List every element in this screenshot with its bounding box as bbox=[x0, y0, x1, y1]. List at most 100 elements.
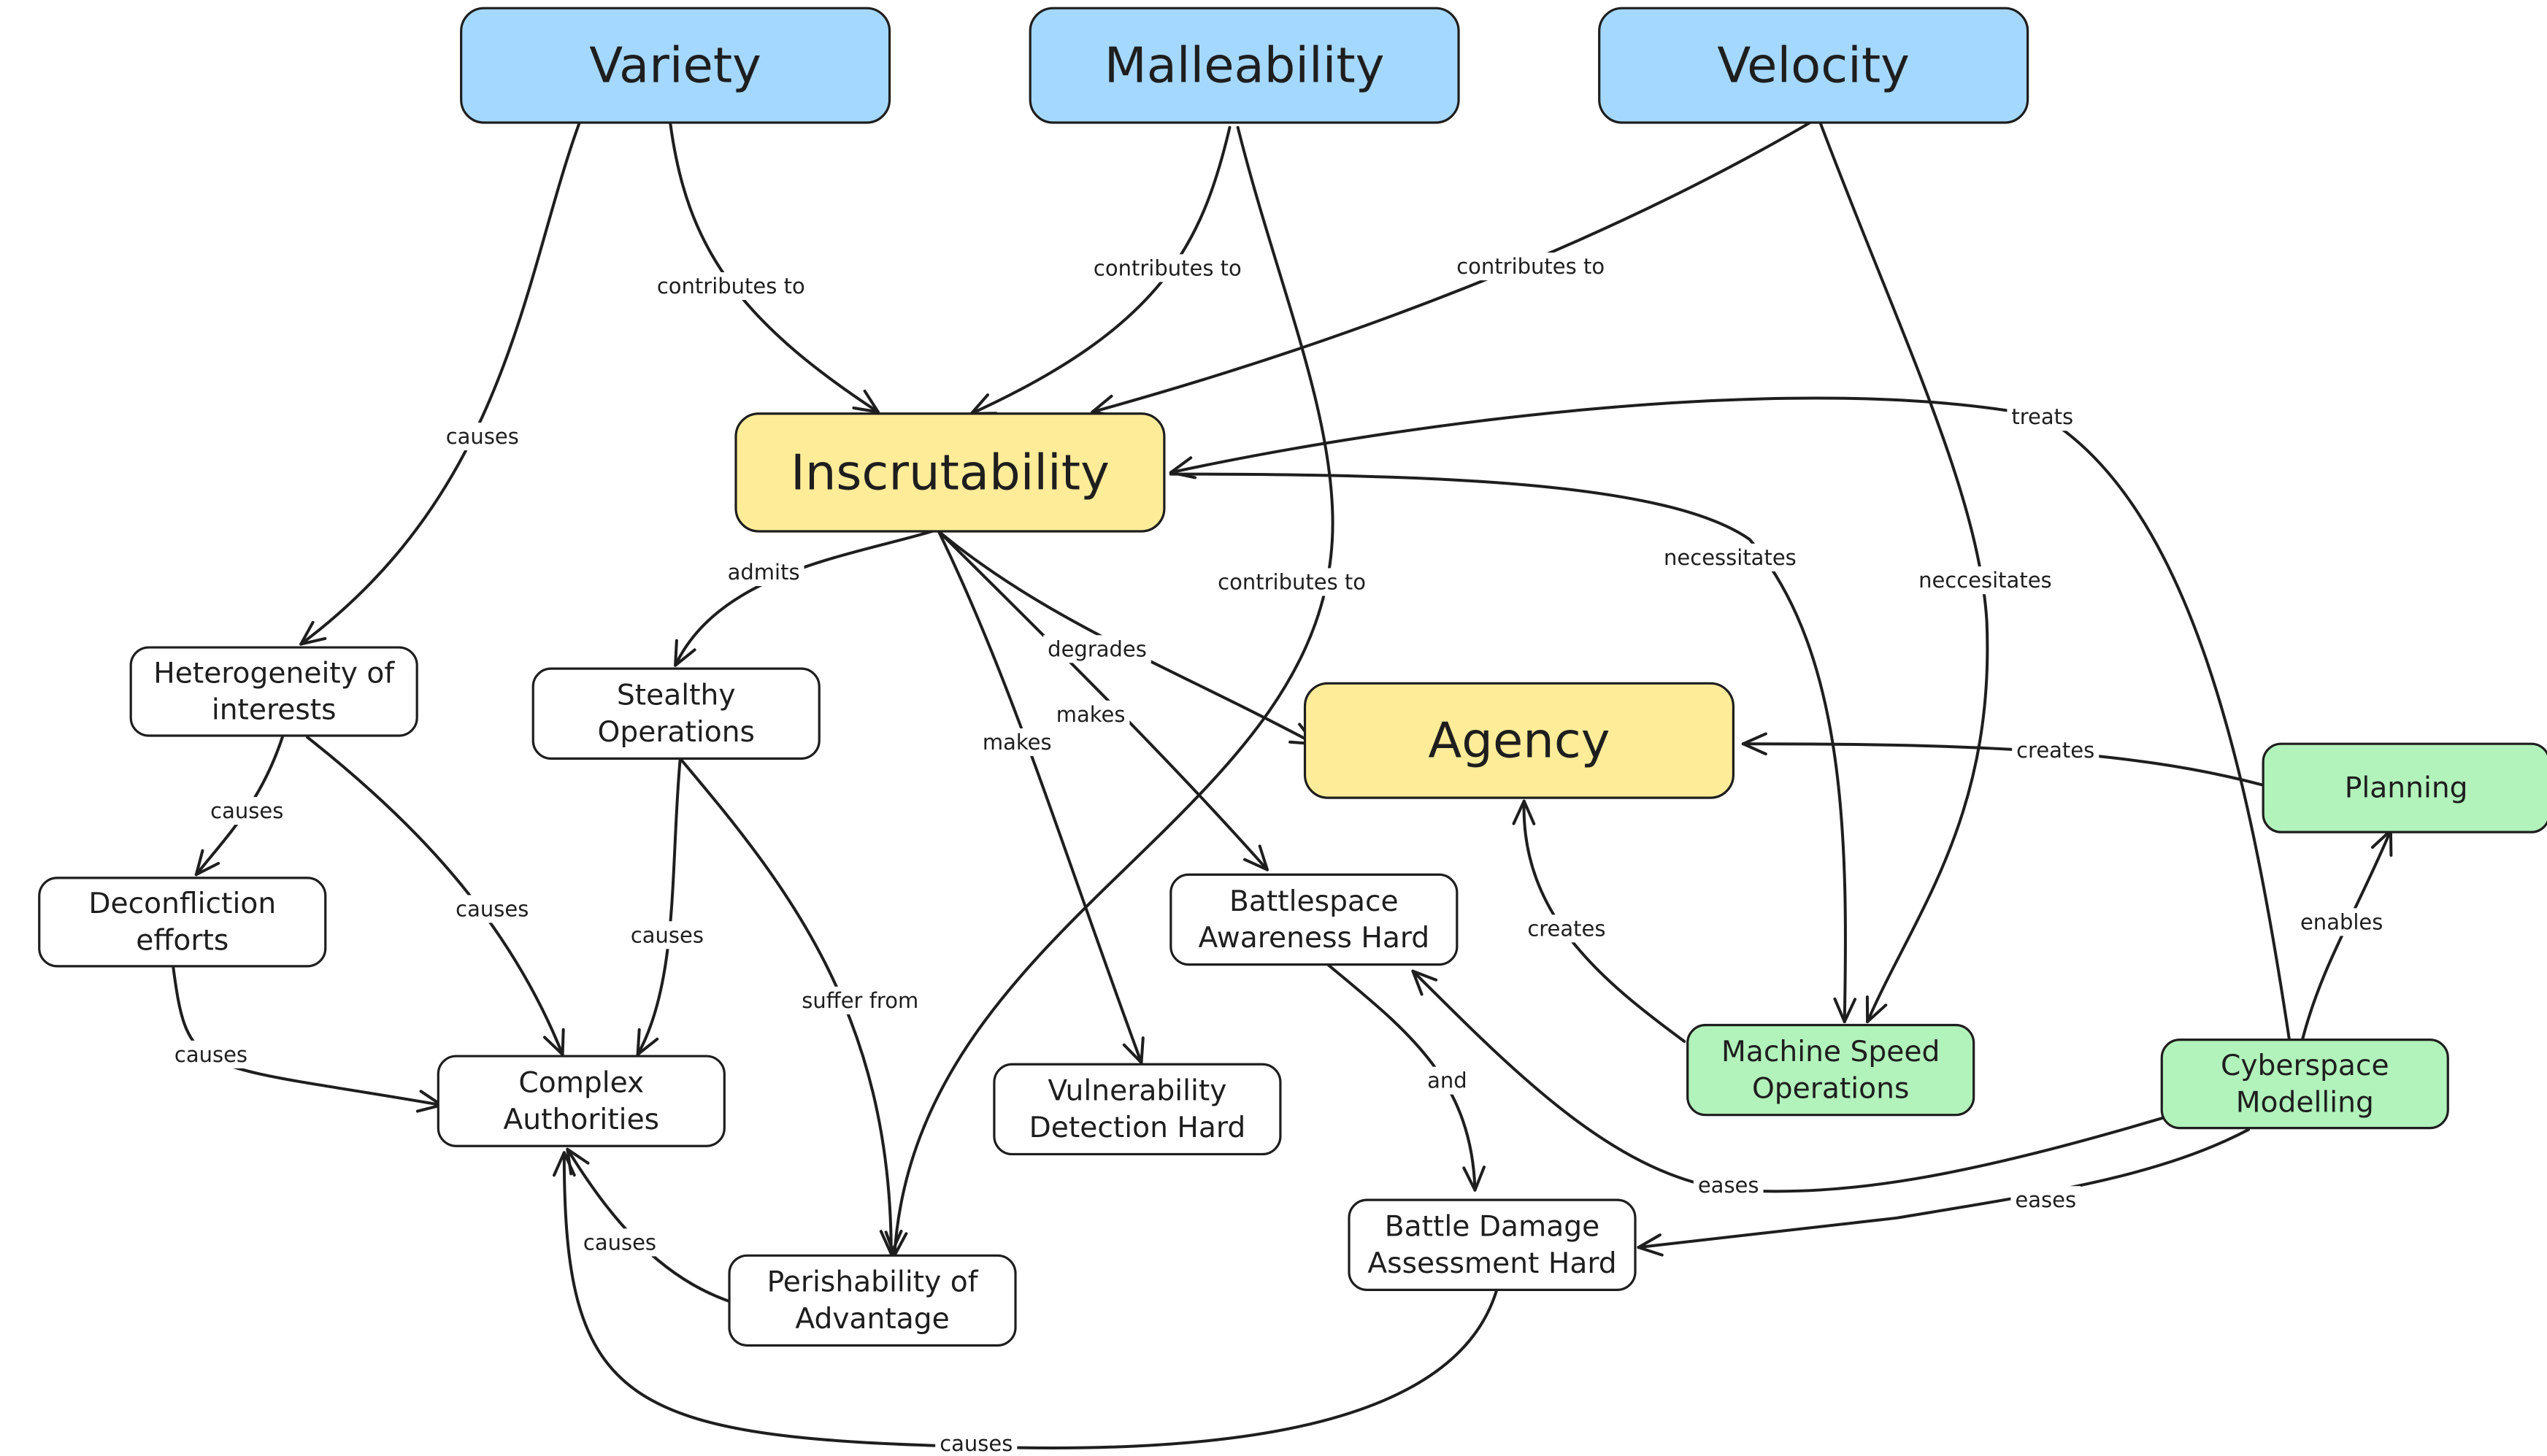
edge-label-text: necessitates bbox=[1664, 545, 1797, 570]
edge-label-background bbox=[1051, 700, 1130, 728]
edge-label-bda-complex: causes bbox=[935, 1429, 1018, 1456]
edge-variety-inscrutability[interactable] bbox=[669, 123, 880, 414]
edge-deconfliction-complex[interactable] bbox=[172, 966, 443, 1113]
edge-inscrutability-machine[interactable] bbox=[1169, 472, 1857, 1023]
edge-label-background bbox=[1914, 566, 2056, 595]
node-box bbox=[993, 1063, 1282, 1156]
edge-velocity-machine[interactable] bbox=[1816, 116, 1989, 1023]
edge-label-text: causes bbox=[210, 798, 283, 823]
edge-label-velocity-inscrutability: contributes to bbox=[1452, 253, 1610, 281]
edge-line bbox=[172, 966, 443, 1107]
node-box bbox=[1169, 873, 1459, 966]
edge-line bbox=[1326, 963, 1477, 1192]
edge-battlespace-bda[interactable] bbox=[1326, 963, 1486, 1192]
edge-label-background bbox=[1043, 635, 1151, 663]
arrow-head-icon bbox=[879, 1230, 903, 1256]
edge-label-background bbox=[1213, 568, 1371, 596]
arrow-head-icon bbox=[299, 620, 327, 646]
edge-label-background bbox=[935, 1429, 1018, 1456]
edge-label-background bbox=[1423, 1066, 1472, 1095]
arrow-head-icon bbox=[1833, 997, 1857, 1023]
edge-label-malleability-perishability: contributes to bbox=[1213, 568, 1371, 596]
edge-label-background bbox=[451, 895, 534, 923]
edge-label-background bbox=[723, 558, 804, 586]
node-label: Variety bbox=[589, 37, 761, 94]
edge-label-deconfliction-complex: causes bbox=[169, 1040, 253, 1068]
nodes-layer: Variety Malleability VelocityInscrutabilit… bbox=[38, 7, 2547, 1347]
edge-label-text: makes bbox=[1056, 702, 1126, 727]
node-box bbox=[734, 412, 1166, 533]
edge-label-battlespace-bda: and bbox=[1423, 1066, 1472, 1095]
edge-inscrutability-stealthy[interactable] bbox=[674, 530, 934, 667]
edge-perishability-complex[interactable] bbox=[566, 1147, 731, 1303]
edge-line bbox=[674, 530, 934, 667]
edge-label-inscrutability-agency: degrades bbox=[1043, 635, 1151, 663]
edge-line bbox=[562, 1151, 1498, 1449]
edge-label-background bbox=[1088, 254, 1246, 282]
arrow-head-icon bbox=[1122, 1036, 1145, 1064]
node-malleability[interactable]: Malleability bbox=[1029, 7, 1460, 124]
edge-line bbox=[566, 1147, 731, 1303]
edge-bda-complex[interactable] bbox=[553, 1151, 1498, 1449]
edge-planning-agency[interactable] bbox=[1741, 732, 2263, 787]
edge-label-background bbox=[441, 423, 523, 451]
edge-line bbox=[937, 530, 1143, 1064]
edge-label-text: creates bbox=[2016, 738, 2094, 763]
edge-label-stealthy-perishability: suffer from bbox=[797, 986, 923, 1014]
node-planning[interactable]: Planning bbox=[2262, 742, 2547, 833]
edge-label-machine-agency: creates bbox=[1523, 914, 1610, 943]
edge-label-background bbox=[1523, 914, 1610, 943]
edge-label-text: neccesitates bbox=[1918, 568, 2052, 593]
edge-label-text: treats bbox=[2011, 404, 2073, 429]
edge-variety-heterogeneity[interactable] bbox=[299, 123, 580, 646]
edge-line bbox=[636, 757, 682, 1056]
node-velocity[interactable]: Velocity bbox=[1598, 7, 2029, 124]
edge-label-text: contributes to bbox=[657, 274, 805, 298]
arrow-head-icon bbox=[194, 849, 220, 877]
edge-line bbox=[1091, 116, 1820, 414]
node-box bbox=[1686, 1023, 1975, 1117]
edge-label-velocity-machine: neccesitates bbox=[1914, 566, 2056, 595]
edge-label-heterogeneity-deconfliction: causes bbox=[206, 797, 288, 825]
node-box bbox=[1348, 1198, 1637, 1291]
edge-cyberspace-bda[interactable] bbox=[1637, 1128, 2250, 1257]
edge-line bbox=[969, 126, 1232, 415]
edge-label-background bbox=[2010, 1186, 2081, 1214]
edge-label-background bbox=[169, 1040, 253, 1068]
node-inscrutability[interactable]: Inscrutability bbox=[734, 412, 1166, 533]
edge-heterogeneity-complex[interactable] bbox=[306, 736, 565, 1056]
node-variety[interactable]: Variety bbox=[460, 7, 891, 124]
edge-label-background bbox=[1693, 1171, 1764, 1199]
edge-label-background bbox=[626, 921, 708, 950]
node-box bbox=[1303, 682, 1735, 799]
edge-stealthy-complex[interactable] bbox=[636, 757, 682, 1056]
edge-inscrutability-vulnerability[interactable] bbox=[937, 530, 1145, 1064]
arrow-head-icon bbox=[1411, 969, 1438, 996]
edge-line bbox=[306, 736, 564, 1056]
edge-label-text: contributes to bbox=[1094, 255, 1242, 280]
edge-label-text: causes bbox=[583, 1230, 656, 1255]
edge-stealthy-perishability[interactable] bbox=[678, 757, 903, 1256]
edge-line bbox=[1741, 742, 2263, 787]
edge-label-inscrutability-battlespace: makes bbox=[1051, 700, 1130, 728]
node-agency[interactable]: Agency bbox=[1303, 682, 1735, 799]
node-label: Agency bbox=[1428, 712, 1610, 769]
edge-label-background bbox=[652, 272, 810, 300]
edge-label-variety-inscrutability: contributes to bbox=[652, 272, 810, 300]
edge-line bbox=[2300, 828, 2392, 1041]
edge-line bbox=[893, 126, 1334, 1257]
